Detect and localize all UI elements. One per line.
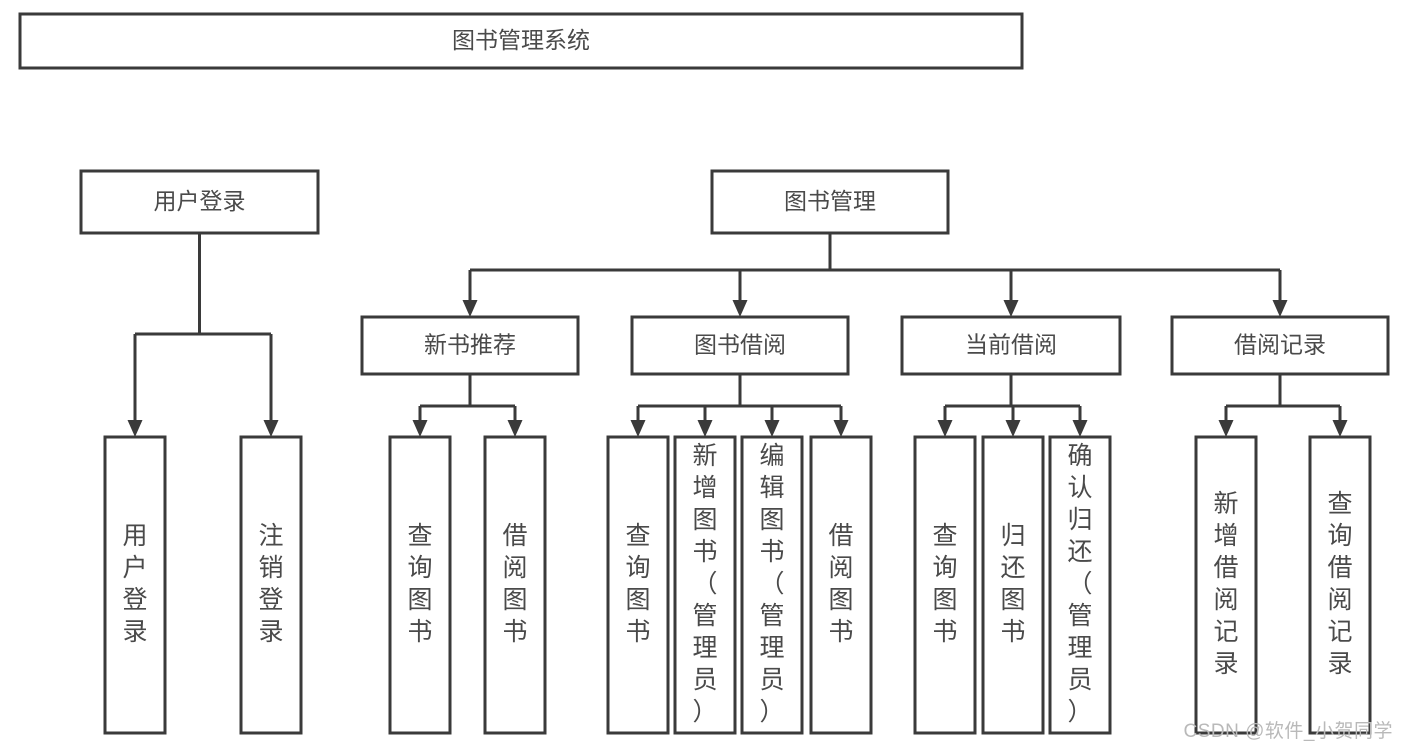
node-leaf-logout[interactable]: 注销登录 [239,435,303,735]
connector-group-book-borrow [630,374,849,437]
node-box [900,315,1122,376]
node-label: 编辑图书（管理员） [759,442,784,726]
node-label: 查询图书 [932,522,957,646]
node-box [388,435,452,735]
node-leaf-borrow-book-recommend[interactable]: 借阅图书 [483,435,547,735]
node-box [1170,315,1390,376]
node-leaf-add-book-admin[interactable]: 新增图书（管理员） [673,435,737,735]
arrow-head-icon [1272,300,1288,317]
node-box [913,435,977,735]
node-leaf-confirm-return-admin[interactable]: 确认归还（管理员） [1048,435,1112,735]
node-label: 借阅记录 [1234,332,1326,358]
node-box [1048,435,1112,735]
node-box [673,435,737,735]
arrow-head-icon [507,420,523,437]
node-box [1194,435,1258,735]
node-box [239,435,303,735]
node-label: 图书管理系统 [452,27,590,53]
node-box [483,435,547,735]
node-leaf-query-borrow-record[interactable]: 查询借阅记录 [1308,435,1372,735]
node-label: 注销登录 [258,522,283,646]
node-label: 当前借阅 [965,332,1057,358]
node-label: 归还图书 [1000,522,1025,646]
node-user-login[interactable]: 用户登录 [79,169,320,235]
arrow-head-icon [732,300,748,317]
node-leaf-query-book-recommend[interactable]: 查询图书 [388,435,452,735]
node-leaf-query-book-current[interactable]: 查询图书 [913,435,977,735]
node-label: 新增图书（管理员） [692,442,717,726]
node-box [1308,435,1372,735]
arrow-head-icon [263,420,279,437]
arrow-head-icon [1003,300,1019,317]
node-label: 用户登录 [154,188,246,214]
node-box [606,435,670,735]
arrow-head-icon [697,420,713,437]
node-new-book-recommend[interactable]: 新书推荐 [360,315,580,376]
node-box [710,169,950,235]
node-leaf-query-book-borrow[interactable]: 查询图书 [606,435,670,735]
node-box [630,315,850,376]
arrow-head-icon [1332,420,1348,437]
node-box [981,435,1045,735]
node-label: 查询图书 [407,522,432,646]
arrow-head-icon [462,300,478,317]
node-leaf-edit-book-admin[interactable]: 编辑图书（管理员） [740,435,804,735]
node-label: 用户登录 [122,522,147,646]
node-current-borrow[interactable]: 当前借阅 [900,315,1122,376]
node-leaf-user-login[interactable]: 用户登录 [103,435,167,735]
node-book-borrow[interactable]: 图书借阅 [630,315,850,376]
node-label: 查询图书 [625,522,650,646]
node-book-manage[interactable]: 图书管理 [710,169,950,235]
node-label: 确认归还（管理员） [1067,442,1092,726]
arrow-head-icon [1005,420,1021,437]
node-leaf-borrow-book[interactable]: 借阅图书 [809,435,873,735]
arrow-head-icon [412,420,428,437]
connector-group-current-borrow [937,374,1088,437]
node-label: 借阅图书 [502,522,527,646]
node-box [79,169,320,235]
node-label: 借阅图书 [828,522,853,646]
node-label: 新增借阅记录 [1213,490,1238,678]
node-leaf-return-book[interactable]: 归还图书 [981,435,1045,735]
node-label: 图书借阅 [694,332,786,358]
connector-group-new-book-recommend [412,374,523,437]
node-label: 查询借阅记录 [1327,490,1352,678]
node-box [740,435,804,735]
connector-group-book-manage [462,233,1288,317]
node-label: 新书推荐 [424,332,516,358]
arrow-head-icon [127,420,143,437]
node-root[interactable]: 图书管理系统 [18,12,1024,70]
node-leaf-add-borrow-record[interactable]: 新增借阅记录 [1194,435,1258,735]
node-box [103,435,167,735]
node-borrow-record[interactable]: 借阅记录 [1170,315,1390,376]
node-box [809,435,873,735]
connector-group-borrow-record [1218,374,1348,437]
arrow-head-icon [764,420,780,437]
arrow-head-icon [1072,420,1088,437]
arrow-head-icon [630,420,646,437]
connector-group-user-login [127,233,279,437]
arrow-head-icon [1218,420,1234,437]
arrow-head-icon [833,420,849,437]
node-box [360,315,580,376]
node-label: 图书管理 [784,188,876,214]
arrow-head-icon [937,420,953,437]
node-box [18,12,1024,70]
